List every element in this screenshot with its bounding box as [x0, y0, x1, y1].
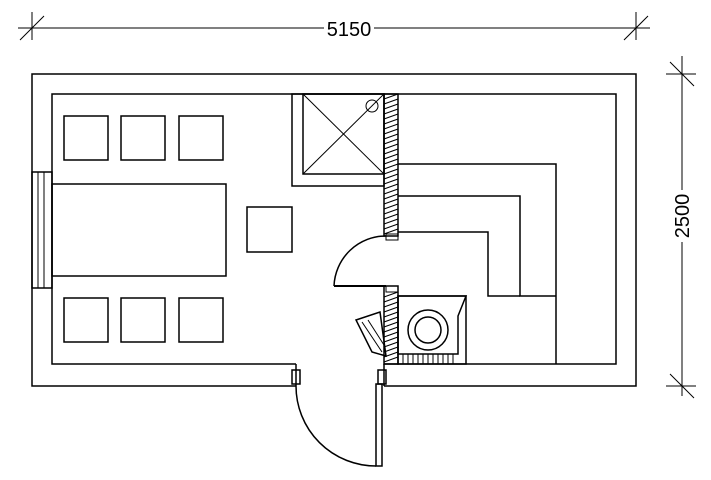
hatch-line	[383, 316, 399, 323]
hatch-line	[383, 213, 399, 220]
hatch-line	[383, 98, 399, 105]
hatch-line	[383, 296, 399, 303]
hatch-line	[383, 311, 399, 318]
hatch-line	[383, 173, 399, 180]
hatch-line	[383, 356, 399, 363]
interior-door	[333, 235, 387, 287]
window	[31, 171, 53, 289]
hatch-line	[383, 346, 399, 353]
hatch-line	[383, 163, 399, 170]
sauna-stove	[354, 295, 468, 365]
hatch-line	[383, 228, 399, 235]
width-dimension-label: 5150	[327, 19, 372, 41]
hatch-line	[383, 193, 399, 200]
hatch-line	[383, 291, 399, 298]
height-dimension-label: 2500	[672, 194, 694, 239]
chair	[120, 297, 166, 343]
hatch-line	[383, 331, 399, 338]
table	[51, 183, 227, 277]
hatch-line	[383, 123, 399, 130]
hatch-line	[383, 148, 399, 155]
partition-wall	[383, 93, 399, 365]
hatch-line	[383, 153, 399, 160]
hatch-line	[383, 168, 399, 175]
hatch-line	[383, 128, 399, 135]
hatch-line	[383, 301, 399, 308]
chair	[178, 297, 224, 343]
chair	[120, 115, 166, 161]
hatch-line	[383, 183, 399, 190]
stool	[246, 206, 293, 253]
hatch-line	[383, 218, 399, 225]
walls	[31, 73, 637, 387]
chair	[63, 297, 109, 343]
hatch-line	[383, 336, 399, 343]
entry-door	[291, 369, 387, 467]
hatch-line	[383, 203, 399, 210]
hatch-line	[383, 198, 399, 205]
hatch-line	[383, 321, 399, 328]
hatch-line	[383, 93, 399, 100]
dining-set	[51, 115, 293, 343]
hatch-line	[383, 306, 399, 313]
hatch-line	[383, 118, 399, 125]
chair	[178, 115, 224, 161]
hatch-line	[383, 133, 399, 140]
hatch-line	[383, 188, 399, 195]
hatch-line	[383, 138, 399, 145]
hatch-line	[383, 113, 399, 120]
right-dimension: 2500	[666, 56, 696, 399]
hatch-line	[383, 341, 399, 348]
hatch-line	[383, 143, 399, 150]
hatch-line	[383, 103, 399, 110]
hatch-line	[383, 108, 399, 115]
hatch-line	[383, 223, 399, 230]
hatch-line	[383, 326, 399, 333]
sauna-benches	[398, 163, 557, 364]
chair	[63, 115, 109, 161]
hatch-line	[383, 158, 399, 165]
top-dimension: 5150	[18, 12, 650, 41]
hatch-line	[383, 208, 399, 215]
shower	[291, 93, 385, 187]
hatch-line	[383, 178, 399, 185]
